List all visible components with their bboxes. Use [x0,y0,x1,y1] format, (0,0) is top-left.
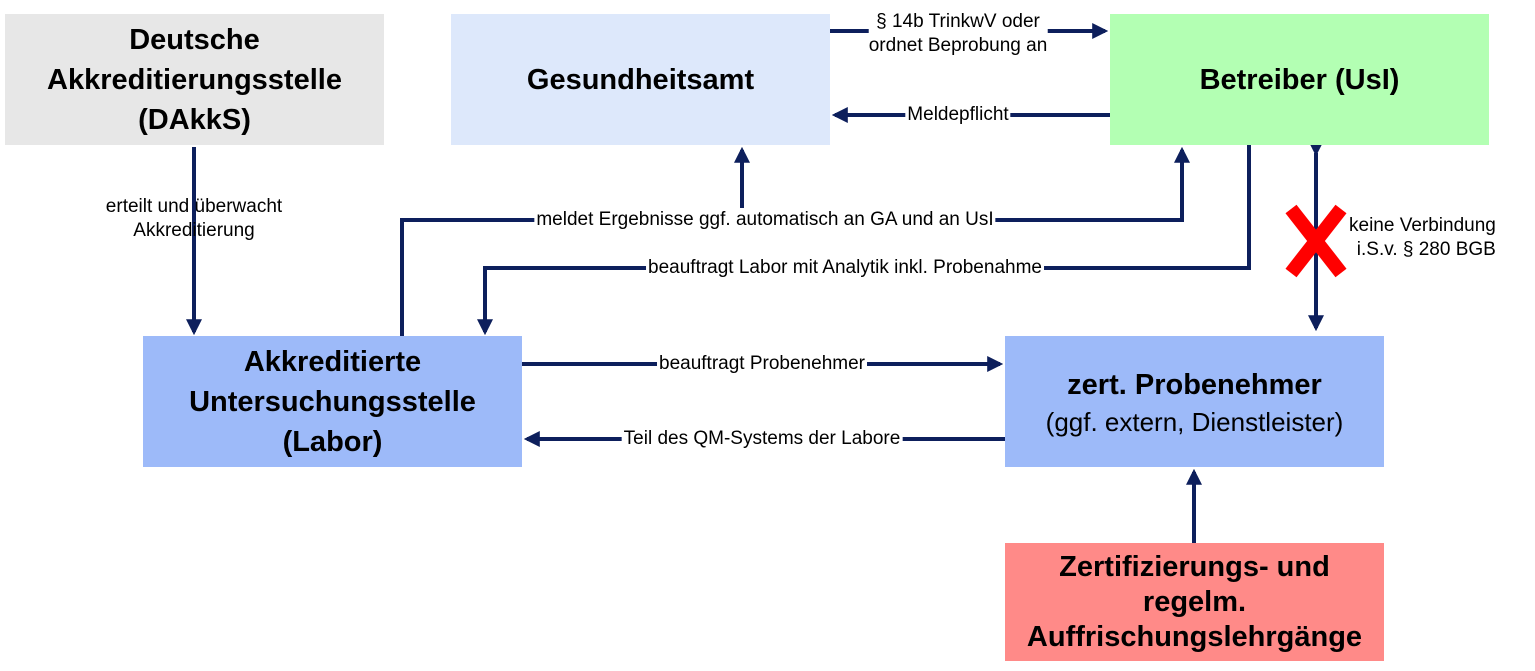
edge-label-meldepflicht: Meldepflicht [905,103,1011,127]
arrow-betreiber-to-labor [477,145,1251,336]
arrow-labor-to-ga-and-betreiber [400,146,1190,336]
node-lehrgang-line-3: Auffrischungslehrgänge [1026,620,1363,653]
edge-label-teil-qm-system: Teil des QM-Systems der Labore [621,427,903,451]
edge-label-keine-verbindung-line-2: i.S.v. § 280 BGB [1356,239,1496,260]
node-labor-line-2: Untersuchungsstelle [189,385,476,418]
edge-label-keine-verbindung-line-1: keine Verbindung [1349,215,1496,236]
node-probenehmer-title: zert. Probenehmer [1067,368,1322,401]
node-gesundheitsamt: Gesundheitsamt [451,14,830,145]
node-lehrgang-line-2: regelm. [1142,585,1247,618]
node-dakks-line-3: (DAkkS) [138,103,251,136]
edge-label-dakks-labor: erteilt und überwacht Akkreditierung [104,195,284,243]
node-dakks-line-1: Deutsche [129,23,260,56]
edge-label-meldet-ergebnisse: meldet Ergebnisse ggf. automatisch an GA… [534,208,996,232]
node-labor-line-3: (Labor) [282,425,383,458]
node-dakks-line-2: Akkreditierungsstelle [47,63,342,96]
node-lehrgang: Zertifizierungs- und regelm. Auffrischun… [1005,543,1384,661]
node-labor-line-1: Akkreditierte [243,345,422,378]
node-probenehmer: zert. Probenehmer (ggf. extern, Dienstle… [1005,336,1384,467]
edge-label-dakks-labor-line-2: Akkreditierung [133,220,255,241]
node-betreiber-label: Betreiber (UsI) [1199,63,1400,96]
node-gesundheitsamt-label: Gesundheitsamt [526,63,755,96]
edge-label-dakks-labor-line-1: erteilt und überwacht [105,196,283,217]
node-lehrgang-line-1: Zertifizierungs- und [1059,550,1330,583]
red-cross-icon [1285,204,1347,278]
edge-label-ga-betreiber: § 14b TrinkwV oder ordnet Beprobung an [867,10,1050,58]
edge-label-keine-verbindung: keine Verbindung i.S.v. § 280 BGB [1347,214,1498,262]
edge-label-beauftragt-labor: beauftragt Labor mit Analytik inkl. Prob… [646,256,1044,280]
node-betreiber: Betreiber (UsI) [1110,14,1489,145]
edge-label-ga-betreiber-line-2: ordnet Beprobung an [868,35,1048,56]
edge-label-beauftragt-probenehmer: beauftragt Probenehmer [657,352,867,376]
node-labor: Akkreditierte Untersuchungsstelle (Labor… [143,336,522,467]
edge-label-ga-betreiber-line-1: § 14b TrinkwV oder [868,10,1048,34]
node-dakks: Deutsche Akkreditierungsstelle (DAkkS) [5,14,384,145]
node-probenehmer-subtitle: (ggf. extern, Dienstleister) [1045,406,1344,437]
